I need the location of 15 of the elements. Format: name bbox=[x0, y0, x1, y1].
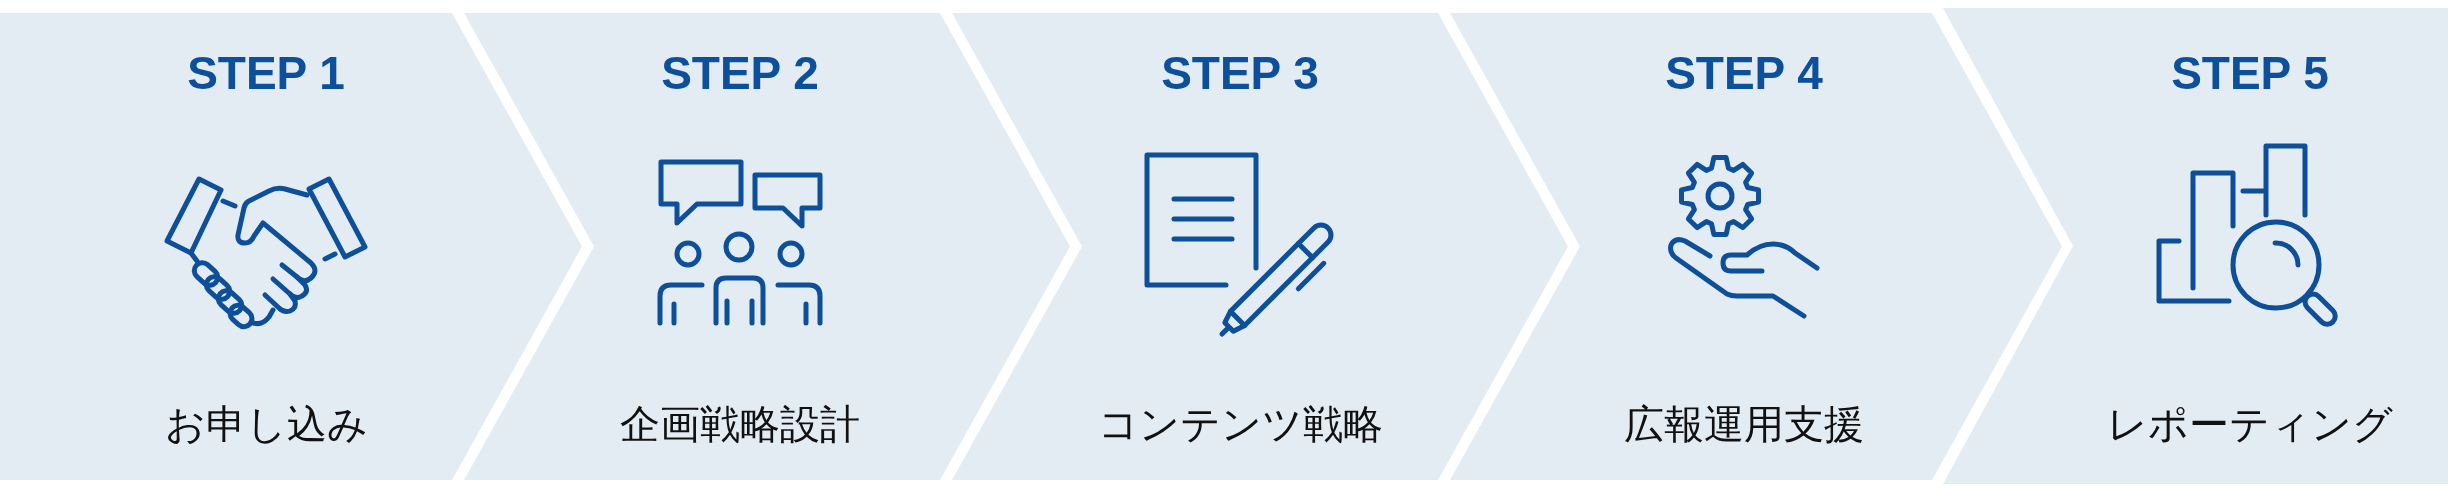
step-title: コンテンツ戦略 bbox=[1097, 401, 1383, 447]
step-panel bbox=[952, 13, 1568, 480]
step-panel bbox=[0, 13, 582, 480]
step-number: STEP 4 bbox=[1665, 47, 1823, 99]
step-panel bbox=[464, 13, 1070, 480]
step-title: レポーティング bbox=[2107, 401, 2393, 447]
step-number: STEP 1 bbox=[187, 47, 345, 99]
step-panel bbox=[1450, 13, 2062, 480]
step-title: 企画戦略設計 bbox=[620, 401, 860, 447]
step-title: お申し込み bbox=[164, 401, 368, 447]
step-number: STEP 3 bbox=[1161, 47, 1319, 99]
step-number: STEP 5 bbox=[2171, 47, 2329, 99]
step-number: STEP 2 bbox=[661, 47, 819, 99]
step-title: 広報運用支援 bbox=[1624, 401, 1864, 447]
step-panel bbox=[1943, 8, 2448, 484]
